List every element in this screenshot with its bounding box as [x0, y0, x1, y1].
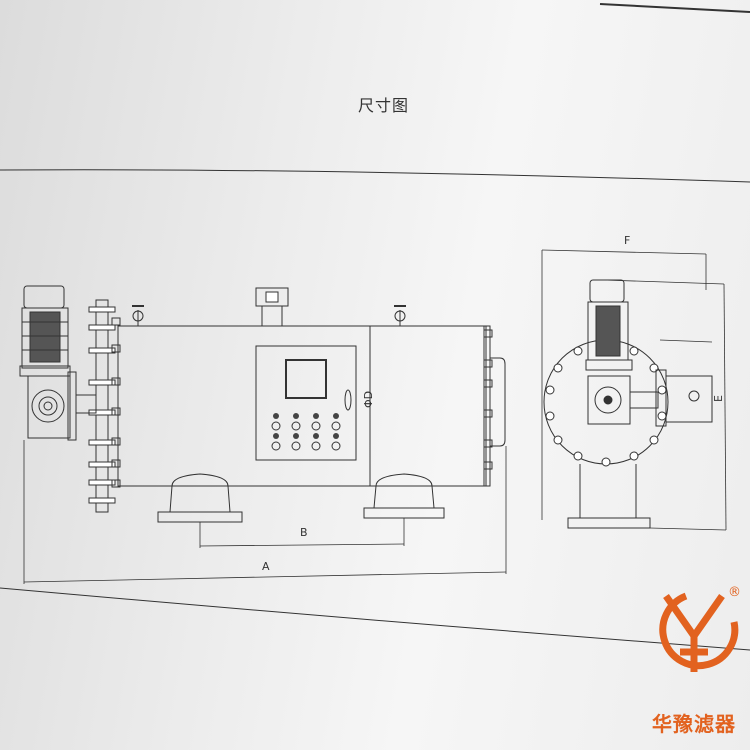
top-valve-right [394, 305, 406, 326]
side-pipe [490, 357, 506, 447]
dim-label-e: E [712, 395, 725, 402]
left-flange-bolts [88, 306, 116, 504]
registered-mark: ® [728, 585, 741, 600]
filter-body [117, 325, 487, 487]
control-panel [255, 345, 357, 461]
sight-glass [344, 389, 352, 411]
central-gearbox [587, 375, 631, 425]
top-frame-line [599, 3, 750, 13]
dimension-lines-front [23, 440, 507, 584]
frame-bottom-border [0, 587, 750, 651]
side-view [541, 249, 727, 531]
motor-side [585, 279, 633, 371]
dim-label-f: F [624, 234, 630, 247]
right-flange-nuts [483, 329, 493, 470]
dim-label-d: ΦD [362, 391, 375, 408]
support-foot-left [157, 473, 243, 523]
panel-buttons [273, 413, 339, 439]
frame-top-border [0, 169, 750, 183]
dimension-lines-side [541, 249, 727, 531]
right-flange [483, 325, 491, 487]
page-title: 尺寸图 [358, 96, 410, 115]
logo-arc [659, 592, 739, 670]
dim-label-b: B [300, 526, 308, 539]
side-base [567, 464, 651, 529]
logo-y-arms [663, 593, 725, 643]
brand-logo [659, 592, 739, 672]
dim-label-a: A [262, 560, 270, 573]
panel-button-rings [271, 421, 341, 451]
top-actuator [255, 287, 289, 327]
front-view [19, 285, 507, 584]
body-left-nuts [111, 317, 121, 488]
brand-name: 华豫滤器 [652, 712, 736, 736]
top-valve-left [132, 305, 144, 326]
support-foot-right [363, 473, 445, 519]
motor-left [19, 285, 97, 441]
side-outlet [629, 369, 713, 427]
